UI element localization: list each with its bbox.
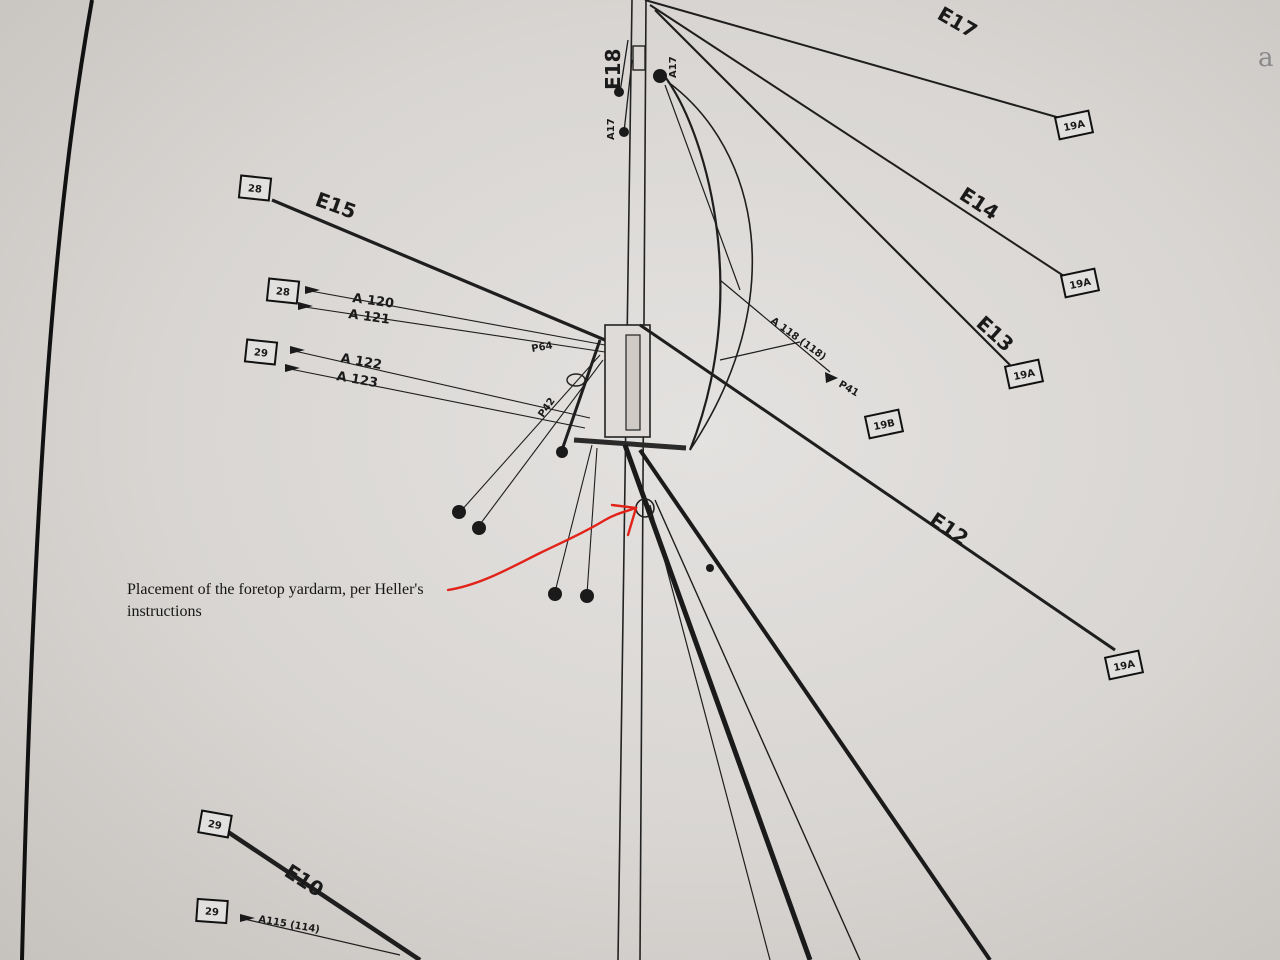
label-e13: E13 (972, 311, 1019, 357)
sail-outline (665, 77, 753, 451)
box-19a-e13: 19A (1003, 358, 1045, 390)
box-19a-e12: 19A (1103, 649, 1145, 681)
box-19b: 19B (863, 408, 905, 440)
rigging-blocks (452, 69, 714, 603)
box-28-a120: 28 (265, 277, 301, 305)
svg-text:19B: 19B (873, 418, 896, 433)
box-29-a122: 29 (243, 338, 279, 366)
svg-text:19A: 19A (1113, 659, 1137, 674)
svg-text:28: 28 (247, 183, 262, 195)
svg-text:19A: 19A (1069, 277, 1093, 292)
box-28-e15: 28 (237, 174, 273, 202)
label-e12: E12 (925, 507, 973, 550)
mast (573, 0, 687, 960)
arrowheads (240, 286, 838, 922)
label-a17-left: A17 (606, 118, 617, 140)
sheet-border (20, 0, 94, 960)
label-p42: P42 (536, 396, 557, 420)
label-a122: A 122 (339, 351, 383, 373)
svg-text:29: 29 (205, 907, 220, 919)
label-a120: A 120 (351, 291, 394, 312)
box-19a-top: 19A (1053, 109, 1095, 141)
label-p41: P41 (837, 379, 861, 399)
annotation-caption: Placement of the foretop yardarm, per He… (127, 581, 424, 620)
label-e17: E17 (934, 2, 982, 44)
p42-block (566, 373, 586, 387)
box-29-e10: 29 (197, 809, 233, 839)
box-19a-e14: 19A (1059, 267, 1101, 299)
svg-text:29: 29 (253, 347, 268, 359)
annotation-arrow (446, 506, 638, 592)
label-e14: E14 (955, 182, 1003, 225)
label-a123: A 123 (335, 369, 379, 391)
rigging-lines (223, 0, 1116, 960)
mast-cap (632, 45, 646, 71)
label-p64: P64 (531, 340, 554, 355)
svg-text:28: 28 (275, 286, 290, 298)
svg-text:19A: 19A (1063, 119, 1087, 134)
label-a118: A 118 (118) (768, 316, 828, 363)
label-a17-right: A17 (668, 56, 679, 78)
label-a115: A115 (114) (257, 914, 320, 936)
annotation-arrowhead (610, 503, 638, 537)
label-e18: E18 (601, 49, 625, 91)
svg-text:29: 29 (207, 819, 223, 832)
label-a121: A 121 (347, 307, 390, 328)
box-29-a115: 29 (195, 897, 229, 925)
svg-text:19A: 19A (1013, 368, 1037, 383)
handwritten-mark: a (1258, 43, 1274, 73)
